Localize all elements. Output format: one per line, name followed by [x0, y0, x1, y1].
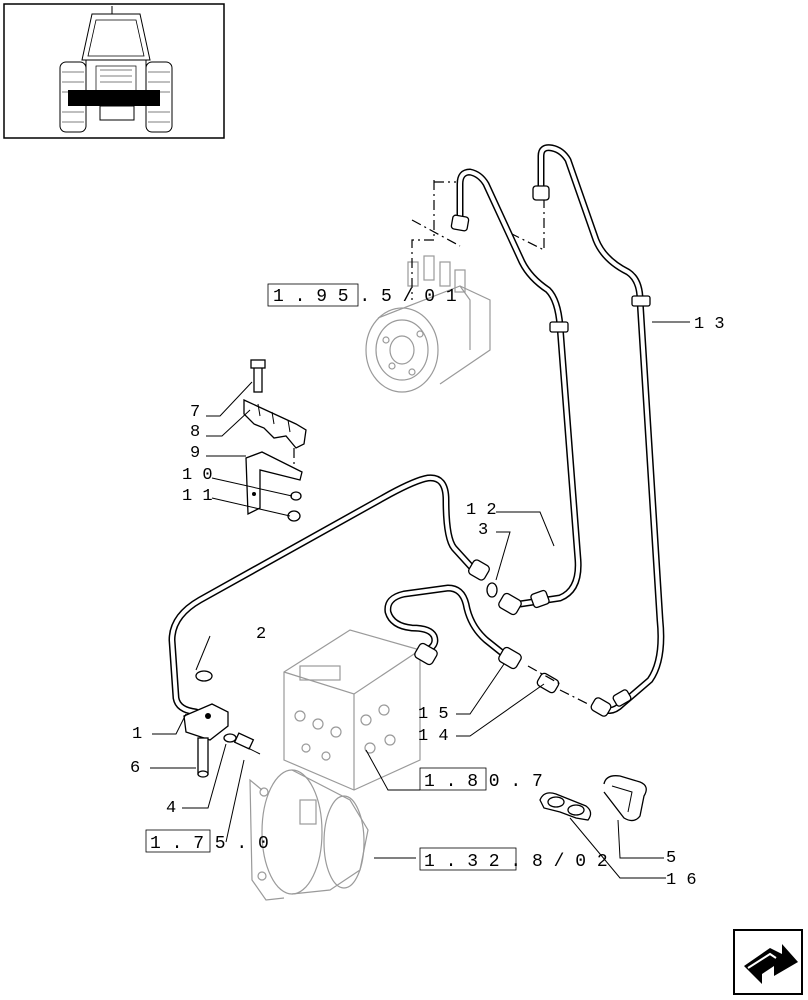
callout-2: 2	[256, 625, 266, 644]
pipe-13[interactable]	[537, 144, 665, 714]
callout-1: 1	[132, 725, 142, 744]
callout-12: 1 2	[466, 501, 497, 520]
tractor-thumbnail-icon[interactable]	[3, 3, 225, 139]
pump-ghost	[249, 769, 369, 901]
callout-5: 5	[666, 849, 676, 868]
callout-16: 1 6	[666, 871, 697, 890]
callout-4: 4	[166, 799, 176, 818]
leader-lines	[150, 321, 690, 879]
ref-pump[interactable]: 1 . 3 2 . 8 / 0 2	[419, 847, 608, 872]
connection-centerline	[411, 180, 435, 300]
ref-valve-block[interactable]: 1 . 8 0 . 7	[419, 767, 543, 792]
connection-centerline	[411, 219, 461, 247]
ref-steering-unit[interactable]: 1 . 9 5 . 5 / 0 1	[267, 283, 457, 307]
valve-block-ghost	[283, 629, 421, 791]
callout-13: 1 3	[694, 315, 725, 334]
callout-9: 9	[190, 444, 200, 463]
pipe-15[interactable]	[384, 584, 510, 660]
clamp-screw[interactable]	[243, 359, 307, 470]
pipe-1[interactable]	[168, 474, 478, 716]
svg-text:1 . 8 0 . 7: 1 . 8 0 . 7	[424, 772, 543, 792]
callout-14: 1 4	[418, 727, 449, 746]
callout-15: 1 5	[418, 705, 449, 724]
callout-8: 8	[190, 423, 200, 442]
callout-3: 3	[478, 521, 488, 540]
callout-7: 7	[190, 403, 200, 422]
callout-10: 1 0	[182, 466, 213, 485]
next-page-arrow-icon[interactable]	[733, 929, 803, 995]
pipe-12[interactable]	[456, 168, 582, 608]
junction-block[interactable]	[183, 670, 261, 778]
double-clip[interactable]	[539, 792, 592, 821]
callout-6: 6	[130, 759, 140, 778]
svg-text:1 . 9 5 . 5 / 0 1: 1 . 9 5 . 5 / 0 1	[273, 287, 457, 307]
fitting-nuts	[414, 185, 651, 717]
hose-clip[interactable]	[603, 775, 647, 822]
steering-unit-ghost	[365, 255, 491, 393]
ref-sensor[interactable]: 1 . 7 5 . 0	[145, 829, 269, 854]
svg-text:1 . 3 2 . 8 / 0 2: 1 . 3 2 . 8 / 0 2	[424, 852, 608, 872]
callout-11: 1 1	[182, 487, 213, 506]
svg-text:1 . 7 5 . 0: 1 . 7 5 . 0	[150, 834, 269, 854]
bracket[interactable]	[245, 451, 303, 522]
